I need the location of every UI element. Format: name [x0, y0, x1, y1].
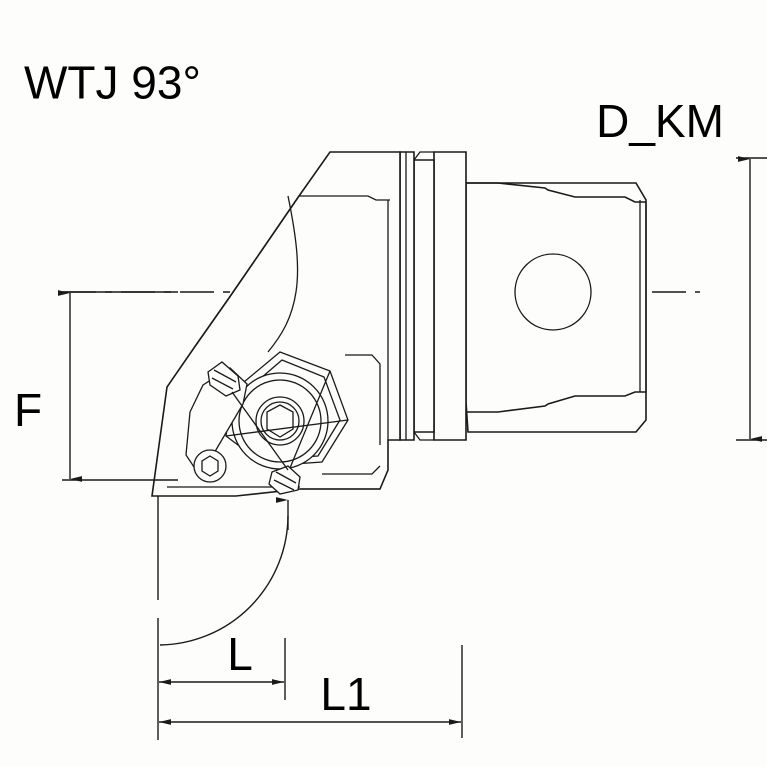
dimension-F-label: F	[14, 384, 42, 436]
dimension-D-KM: D_KM	[596, 95, 767, 442]
cutting-edge-leader	[157, 496, 289, 740]
coupling-flange	[399, 151, 467, 441]
dimension-L: L	[159, 628, 286, 700]
insert-clamp-assembly	[185, 351, 349, 495]
tool-head-internal-contours	[167, 195, 390, 490]
dimension-F: F	[14, 290, 178, 482]
drawing-title: WTJ 93°	[24, 57, 201, 109]
dimension-L1: L1	[159, 645, 463, 738]
dimension-L-label: L	[227, 628, 253, 680]
dimension-D-KM-label: D_KM	[596, 95, 724, 147]
dimension-L1-label: L1	[320, 668, 371, 720]
coupling-bore	[514, 253, 592, 331]
